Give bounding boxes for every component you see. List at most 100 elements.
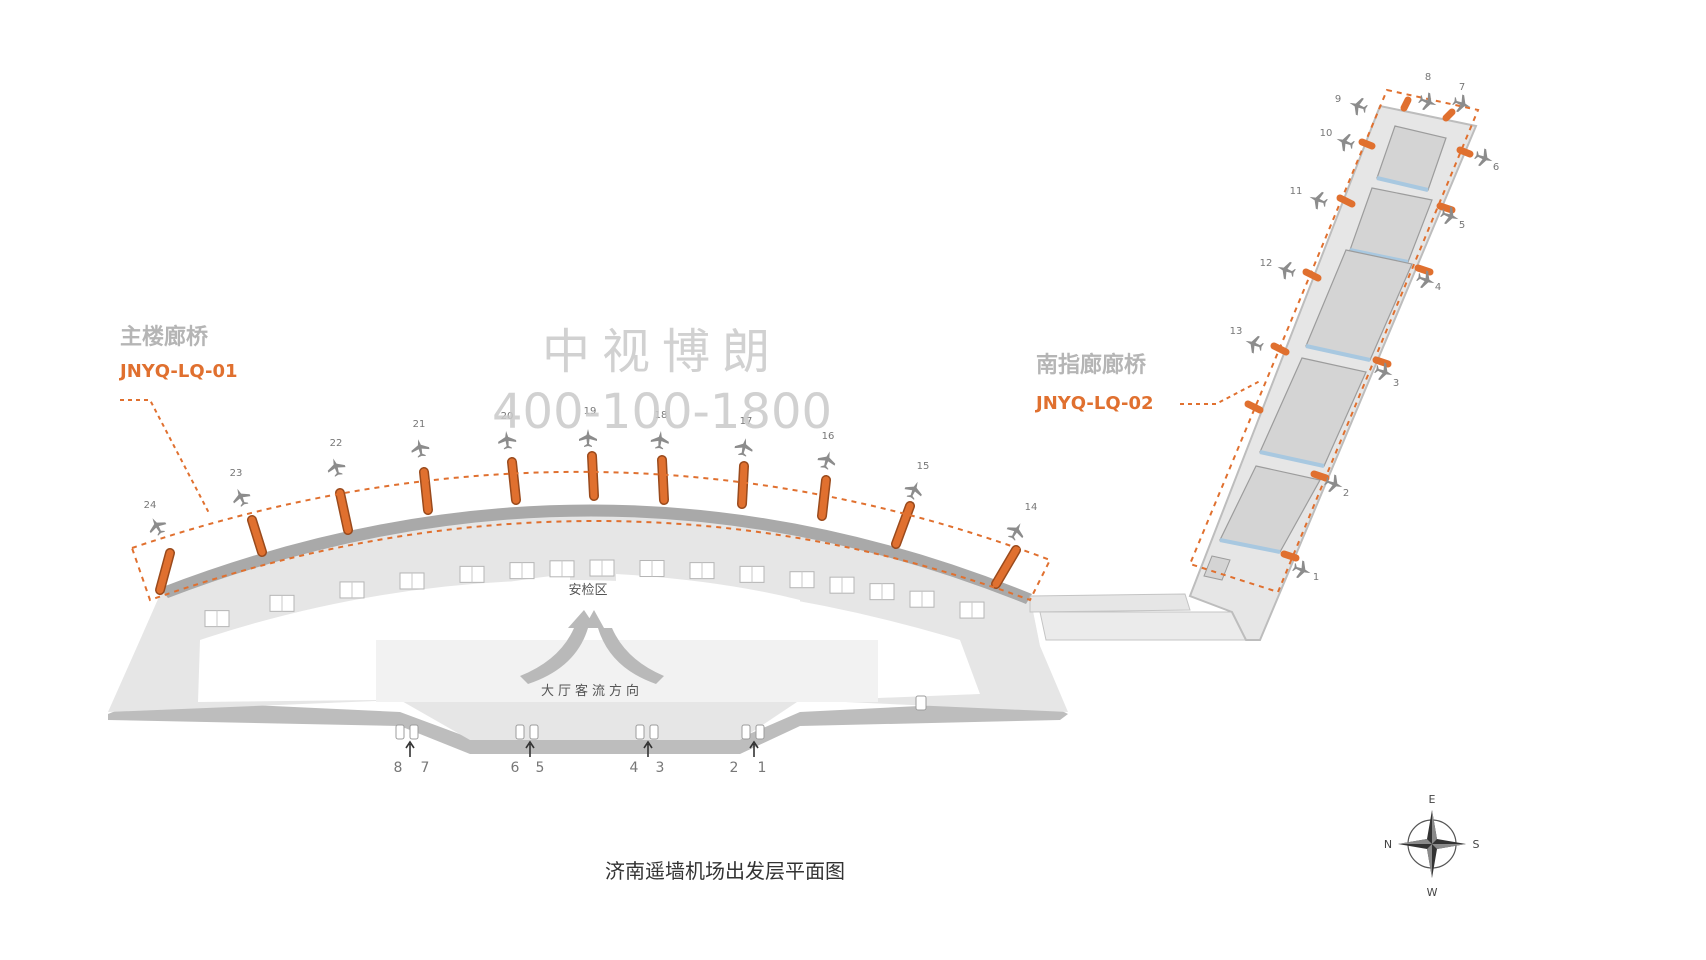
gate-number: 3 — [1393, 378, 1399, 389]
door-number: 3 — [656, 760, 665, 776]
main-bridge-code: JNYQ-LQ-01 — [118, 361, 238, 382]
jet-bridge — [1442, 108, 1456, 122]
jet-bridge — [1436, 202, 1456, 214]
finger_right-gate-6 — [1324, 474, 1343, 493]
airplane-icon — [1292, 560, 1311, 579]
finger_right-gate-0 — [1418, 92, 1437, 111]
compass-rose: E W N S — [1384, 793, 1480, 899]
jet-bridge — [1244, 400, 1264, 414]
finger-room-accent — [1305, 344, 1371, 362]
jet-bridge — [658, 456, 668, 504]
airplane-icon — [1245, 335, 1264, 354]
airplane-icon — [1374, 362, 1393, 381]
finger-room-accent — [1259, 450, 1325, 468]
door-number: 7 — [421, 760, 430, 776]
watermark-phone: 400-100-1800 — [492, 384, 832, 440]
airplane-icon — [1277, 261, 1296, 280]
gate-number: 2 — [1343, 488, 1349, 499]
jet-bridge — [156, 549, 174, 594]
map-caption: 济南遥墙机场出发层平面图 — [605, 859, 845, 883]
jet-bridge — [738, 462, 748, 508]
security-right-block — [616, 574, 800, 640]
main-gate-9 — [904, 481, 922, 500]
gate-number: 6 — [1493, 162, 1499, 173]
connector-lower — [1039, 611, 1247, 641]
jet-bridge — [248, 516, 266, 556]
gate-number: 14 — [1025, 502, 1038, 513]
main-gate-5 — [579, 429, 597, 447]
gate-number: 17 — [740, 416, 753, 427]
jet-bridge — [1280, 550, 1300, 562]
gate-number: 11 — [1290, 186, 1303, 197]
airplane-icon — [579, 429, 597, 447]
door-marker — [649, 724, 659, 740]
airplane-icon — [1452, 94, 1471, 113]
jet-bridge — [1310, 470, 1330, 482]
door-number: 6 — [511, 760, 520, 776]
gate-number: 19 — [584, 406, 597, 417]
airplane-icon — [411, 439, 430, 458]
door-marker — [755, 724, 765, 740]
airplane-icon — [233, 488, 251, 507]
jet-bridge — [892, 502, 914, 548]
entry-arrow-icon — [405, 740, 415, 757]
finger_right-gate-2 — [1474, 148, 1493, 167]
jet-bridge — [1456, 146, 1474, 158]
airplane-icon — [1440, 206, 1459, 225]
finger-rooms — [1203, 125, 1447, 581]
jet-bridge — [1400, 96, 1412, 112]
door-marker — [515, 724, 525, 740]
airplane-icon — [1349, 97, 1368, 116]
airplane-icon — [149, 518, 167, 536]
entry-arrow-icon — [525, 740, 535, 757]
airplane-icon — [498, 431, 517, 450]
door-number: 4 — [630, 760, 639, 776]
inner-zone-hall — [376, 640, 878, 702]
door-number: 5 — [536, 760, 545, 776]
gate-number: 18 — [655, 410, 668, 421]
gate-number: 16 — [822, 431, 835, 442]
main-gate-7 — [734, 438, 753, 457]
airplane-icon — [650, 431, 669, 450]
main-gate-4 — [498, 431, 517, 450]
finger_left-gate-2 — [1309, 191, 1328, 210]
airplane-icon — [817, 451, 836, 470]
flow-arrow-left — [520, 610, 596, 684]
security-left-block — [376, 574, 570, 640]
main-bridge-outline — [130, 470, 1052, 602]
flow-direction-label: 大厅客流方向 — [541, 683, 643, 699]
entry-arrow-icon — [643, 740, 653, 757]
door-number: 2 — [730, 760, 739, 776]
seating-blocks — [204, 559, 985, 628]
jet-bridge — [992, 546, 1020, 588]
gate-number: 21 — [413, 419, 426, 430]
finger_right-gate-3 — [1440, 206, 1459, 225]
gate-number: 8 — [1425, 72, 1431, 83]
main-bridge-title: 主楼廊桥 — [120, 324, 208, 350]
main-bridge-leader — [120, 399, 211, 516]
finger-room-accent — [1349, 248, 1409, 264]
gate-number: 13 — [1230, 326, 1243, 337]
compass-star-dark — [1398, 810, 1466, 878]
finger_right-gate-4 — [1416, 270, 1435, 289]
finger_left-gate-4 — [1245, 335, 1264, 354]
jet-bridge — [508, 458, 520, 504]
main-jet-bridges — [155, 451, 1021, 595]
finger_left-gate-1 — [1336, 133, 1355, 152]
entry-arrow-icon — [749, 740, 759, 757]
door-marker — [741, 724, 751, 740]
south-bridge-code: JNYQ-LQ-02 — [1034, 393, 1154, 414]
finger_right-gate-1 — [1452, 94, 1471, 113]
terminal-airside-edge — [160, 504, 1032, 604]
airplane-icon — [327, 458, 346, 477]
main-gate-10 — [1006, 523, 1024, 541]
main-gate-2 — [327, 458, 346, 477]
airplane-icon — [1309, 191, 1328, 210]
jet-bridge — [1302, 268, 1322, 282]
flow-arrows — [520, 610, 664, 684]
gate-number: 20 — [501, 411, 514, 422]
finger_right-gate-7 — [1292, 560, 1311, 579]
